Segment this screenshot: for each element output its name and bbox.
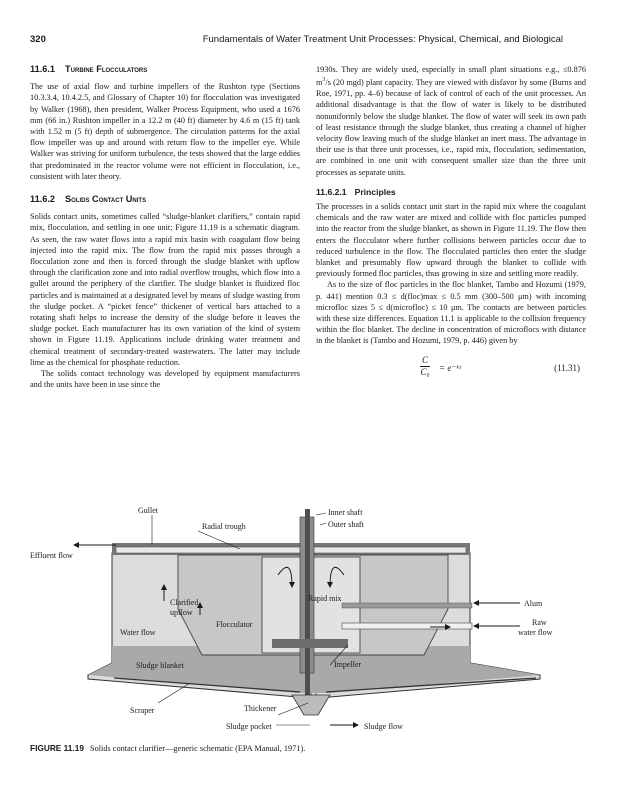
equation-numerator: C: [420, 355, 431, 367]
figure-caption: FIGURE 11.19 Solids contact clarifier—gen…: [30, 743, 305, 753]
label-scraper: Scraper: [130, 706, 155, 715]
clarifier-schematic: Gullet Radial trough Inner shaft Outer s…: [30, 506, 553, 731]
paragraph: Solids contact units, sometimes called “…: [30, 212, 300, 367]
label-sludge-pocket: Sludge pocket: [226, 722, 272, 731]
label-clarified: Clarified: [170, 598, 198, 607]
caption-text: Solids contact clarifier—generic schemat…: [89, 744, 306, 753]
equation-rhs: = e⁻ᵏᶻ: [439, 362, 461, 373]
subsection-title: Principles: [354, 186, 396, 197]
section-heading-solids: 11.6.2 Solids Contact Units: [30, 194, 300, 205]
equation-denominator: C₀: [420, 366, 430, 377]
inner-shaft: [305, 509, 310, 695]
label-inner-shaft: Inner shaft: [328, 508, 363, 517]
label-water-flow: Water flow: [120, 628, 156, 637]
radial-trough: [115, 546, 467, 554]
label-outer-shaft: Outer shaft: [328, 520, 365, 529]
text-run: 1930s. They are widely used, especially …: [316, 65, 586, 87]
label-radial-trough: Radial trough: [202, 522, 246, 531]
paragraph: The processes in a solids contact unit s…: [316, 201, 586, 279]
figure-11-19: Gullet Radial trough Inner shaft Outer s…: [30, 503, 586, 739]
equation-fraction: C C₀: [420, 355, 431, 378]
section-number: 11.6.1: [30, 64, 56, 74]
section-heading-turbine: 11.6.1 Turbine Flocculators: [30, 64, 300, 75]
label-thickener: Thickener: [244, 704, 277, 713]
equation-11-31: C C₀ = e⁻ᵏᶻ (11.31): [316, 353, 586, 387]
impeller: [272, 639, 348, 648]
label-raw: Raw: [532, 618, 547, 627]
sludge-pocket: [291, 694, 331, 716]
subsection-number: 11.6.2.1: [316, 186, 347, 197]
label-water-flow-raw: water flow: [518, 628, 553, 637]
alum-pipe: [341, 602, 473, 609]
paragraph: As to the size of floc particles in the …: [316, 280, 586, 346]
paragraph: The solids contact technology was develo…: [30, 369, 300, 390]
label-effluent-flow: Effluent flow: [30, 551, 73, 560]
label-rapid-mix: Rapid mix: [308, 594, 342, 603]
subsection-heading: 11.6.2.1 Principles: [316, 187, 586, 198]
paragraph: 1930s. They are widely used, especially …: [316, 64, 586, 178]
right-column: 1930s. They are widely used, especially …: [316, 64, 586, 387]
scraper-arm: [113, 677, 537, 693]
raw-water-pipe: [341, 622, 473, 630]
label-impeller: Impeller: [334, 660, 361, 669]
superscript: 3: [322, 77, 326, 84]
equation-number: (11.31): [554, 362, 580, 373]
paragraph: The use of axial flow and turbine impell…: [30, 82, 300, 181]
label-sludge-blanket: Sludge blanket: [136, 661, 185, 670]
label-flocculator: Flocculator: [216, 620, 253, 629]
caption-label: FIGURE 11.19: [30, 743, 84, 753]
flow-arrows: [73, 542, 520, 728]
label-gullet: Gullet: [138, 506, 159, 515]
label-upflow: upflow: [170, 608, 193, 617]
page-number: 320: [30, 34, 46, 45]
section-title: Turbine Flocculators: [65, 64, 148, 74]
text-run: /s (20 mgd) plant capacity. They are vie…: [316, 77, 586, 177]
section-title: Solids Contact Units: [65, 194, 147, 205]
label-alum: Alum: [524, 599, 543, 608]
label-sludge-flow: Sludge flow: [364, 722, 403, 731]
section-number: 11.6.2: [30, 194, 56, 205]
left-column: 11.6.1 Turbine Flocculators The use of ax…: [30, 64, 300, 390]
running-title: Fundamentals of Water Treatment Unit Pro…: [202, 34, 563, 45]
leader-lines: [151, 512, 349, 726]
